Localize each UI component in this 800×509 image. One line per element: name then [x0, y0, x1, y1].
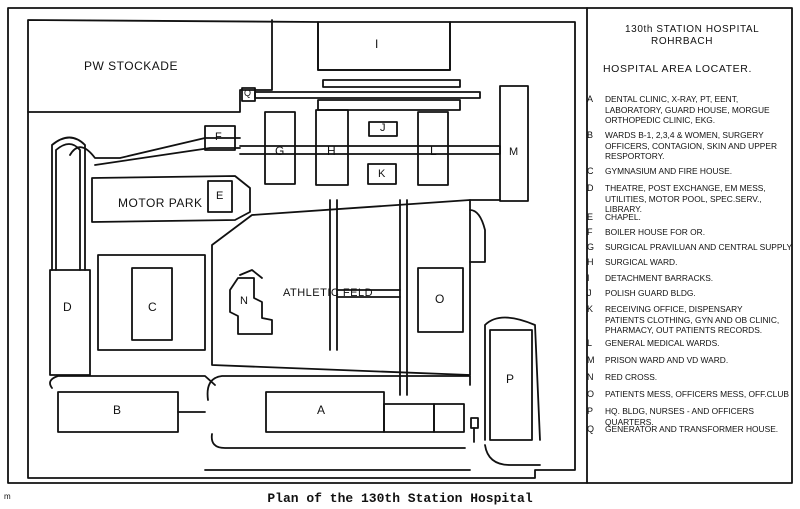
- legend-key: I: [587, 273, 590, 283]
- corner-mark: m: [4, 492, 11, 501]
- legend-text: RECEIVING OFFICE, DISPENSARY PATIENTS CL…: [605, 304, 780, 335]
- building-D: [49, 269, 91, 376]
- link-H-L-top: [317, 99, 461, 111]
- legend-text: HQ. BLDG, NURSES - AND OFFICERS QUARTERS…: [605, 406, 754, 427]
- building-E: [207, 180, 233, 213]
- legend-key: Q: [587, 424, 595, 434]
- gym-block: [97, 254, 206, 351]
- building-C-label: C: [148, 300, 158, 314]
- legend-text: RED CROSS.: [605, 372, 658, 382]
- legend-key: F: [587, 227, 593, 237]
- building-M-label: M: [509, 146, 519, 158]
- legend-text: DENTAL CLINIC, X-RAY, PT, EENT, LABORATO…: [605, 94, 770, 125]
- upper-road: [69, 137, 241, 159]
- legend-text: SURGICAL WARD.: [605, 257, 678, 267]
- building-J-label: J: [380, 122, 386, 134]
- a-annex-1: [383, 403, 435, 433]
- building-F-label: F: [215, 131, 223, 143]
- building-L-label: L: [430, 144, 438, 158]
- pw-stockade-boundary: [27, 19, 273, 113]
- legend-text: DETACHMENT BARRACKS.: [605, 273, 714, 283]
- legend-text: GYMNASIUM AND FIRE HOUSE.: [605, 166, 733, 176]
- athletic-field-label: ATHLETIC FELD: [283, 287, 374, 299]
- a-annex-2: [433, 403, 465, 433]
- building-N: [229, 277, 273, 335]
- building-A-label: A: [317, 403, 326, 417]
- legend-text: GENERATOR AND TRANSFORMER HOUSE.: [605, 424, 779, 434]
- strip-below-I: [322, 79, 461, 88]
- legend-key: H: [587, 257, 594, 267]
- building-J: [368, 121, 398, 137]
- d-road: [51, 136, 86, 271]
- building-G-label: G: [275, 144, 285, 158]
- building-M: [499, 85, 529, 202]
- legend-title: HOSPITAL AREA LOCATER.: [603, 63, 752, 75]
- athletic-field-boundary: [211, 199, 471, 376]
- legend-text: SURGICAL PRAVILUAN AND CENTRAL SUPPLY.: [605, 242, 794, 252]
- legend-key: J: [587, 288, 592, 298]
- legend-key: K: [587, 304, 594, 314]
- building-F: [204, 125, 236, 151]
- q-connector: [254, 91, 481, 99]
- legend-header-line2: ROHRBACH: [651, 36, 714, 47]
- site-boundary: [27, 19, 576, 479]
- building-Q-label: Q: [244, 88, 252, 98]
- legend-key: M: [587, 355, 595, 365]
- building-H-label: H: [327, 144, 337, 158]
- legend-key: E: [587, 212, 594, 222]
- legend-key: D: [587, 183, 594, 193]
- legend-text: PATIENTS MESS, OFFICERS MESS, OFF.CLUB: [605, 389, 789, 399]
- building-N-label: N: [240, 295, 249, 307]
- legend-text: CHAPEL.: [605, 212, 641, 222]
- b-road: [49, 375, 216, 389]
- building-I-label: I: [375, 37, 379, 51]
- building-P-label: P: [506, 372, 515, 386]
- building-G: [264, 111, 296, 185]
- building-L: [417, 111, 449, 186]
- legend-text: THEATRE, POST EXCHANGE, EM MESS, UTILITI…: [605, 183, 766, 214]
- legend-text: GENERAL MEDICAL WARDS.: [605, 338, 720, 348]
- legend-key: O: [587, 389, 595, 399]
- small-tower: [470, 417, 479, 429]
- legend-header-line1: 130th STATION HOSPITAL: [625, 24, 760, 35]
- building-O: [417, 267, 464, 333]
- legend-text: BOILER HOUSE FOR OR.: [605, 227, 706, 237]
- legend-key: G: [587, 242, 595, 252]
- motor-park-label: MOTOR PARK: [118, 196, 203, 210]
- building-C: [131, 267, 173, 341]
- legend-key: P: [587, 406, 594, 416]
- outer-border: [7, 7, 793, 484]
- legend-text: PRISON WARD AND VD WARD.: [605, 355, 729, 365]
- legend-key: N: [587, 372, 594, 382]
- map-caption: Plan of the 130th Station Hospital: [267, 491, 533, 506]
- legend-key: B: [587, 130, 594, 140]
- legend-key: C: [587, 166, 594, 176]
- building-I: [317, 21, 451, 71]
- building-B-label: B: [113, 403, 122, 417]
- building-P: [489, 329, 533, 441]
- p-road: [484, 316, 541, 441]
- pw-stockade-label: PW STOCKADE: [84, 59, 178, 73]
- building-D-label: D: [63, 300, 73, 314]
- legend-key: L: [587, 338, 593, 348]
- building-O-label: O: [435, 292, 445, 306]
- legend-text: WARDS B-1, 2,3,4 & WOMEN, SURGERY OFFICE…: [605, 130, 778, 161]
- legend-text: POLISH GUARD BLDG.: [605, 288, 696, 298]
- motor-park-block: [91, 175, 251, 223]
- building-E-label: E: [216, 190, 224, 202]
- building-K: [367, 163, 397, 185]
- legend-key: A: [587, 94, 594, 104]
- building-K-label: K: [378, 168, 386, 180]
- a-road: [206, 375, 471, 401]
